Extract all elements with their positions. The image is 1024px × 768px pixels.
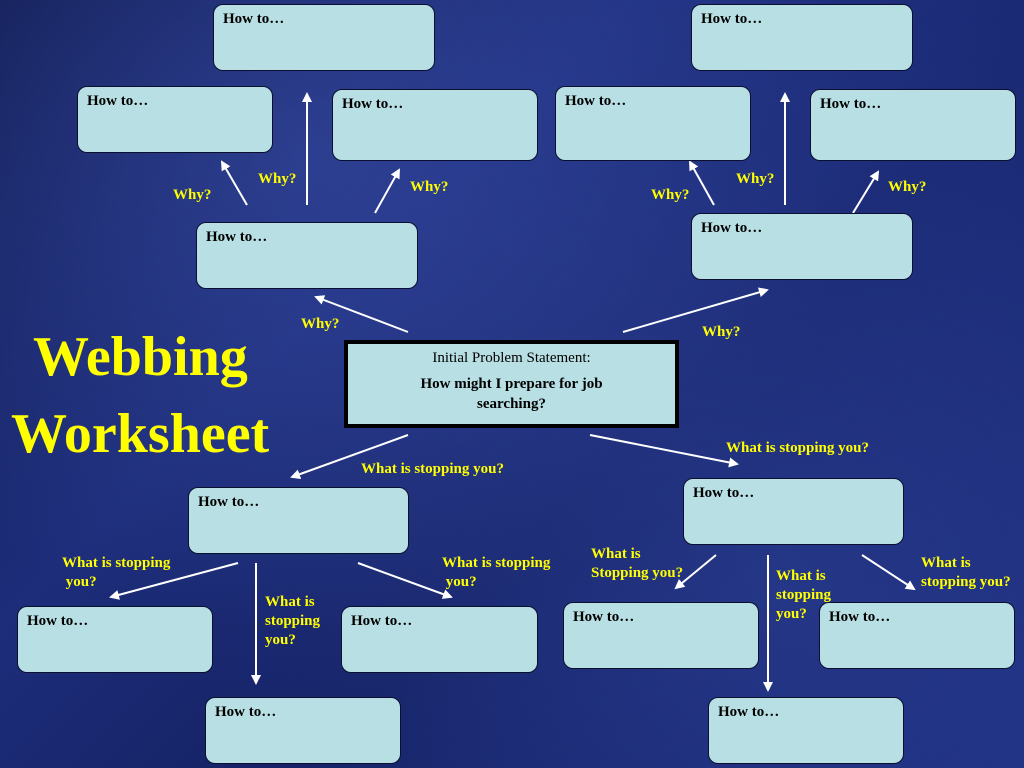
how-to-box[interactable]: How to… xyxy=(563,602,759,669)
how-to-box[interactable]: How to… xyxy=(691,213,913,280)
stopping-label: What is stopping you? xyxy=(776,568,832,622)
title-line-1: Webbing xyxy=(33,326,248,388)
why-label: Why? xyxy=(888,179,927,195)
stopping-label: What is stopping you? xyxy=(726,440,869,456)
stopping-label: What is stopping you? xyxy=(361,461,504,477)
how-to-box[interactable]: How to… xyxy=(77,86,273,153)
how-to-box[interactable]: How to… xyxy=(555,86,751,161)
how-to-box[interactable]: How to… xyxy=(188,487,409,554)
how-to-box[interactable]: How to… xyxy=(196,222,418,289)
how-to-box[interactable]: How to… xyxy=(213,4,435,71)
why-label: Why? xyxy=(410,179,449,195)
stopping-label: What is stopping you? xyxy=(442,555,551,590)
how-to-box[interactable]: How to… xyxy=(708,697,904,764)
arrow xyxy=(861,554,916,591)
arrow xyxy=(589,434,739,468)
arrow xyxy=(852,170,880,214)
how-to-box[interactable]: How to… xyxy=(17,606,213,673)
arrow xyxy=(357,562,453,599)
how-to-box[interactable]: How to… xyxy=(341,606,538,673)
why-label: Why? xyxy=(736,171,775,187)
arrow xyxy=(622,287,769,333)
why-label: Why? xyxy=(173,187,212,203)
problem-statement-question: How might I prepare for job searching? xyxy=(420,376,603,412)
how-to-box[interactable]: How to… xyxy=(205,697,401,764)
how-to-box[interactable]: How to… xyxy=(810,89,1016,161)
stopping-label: What is stopping you? xyxy=(265,594,321,648)
arrow xyxy=(374,168,400,214)
why-label: Why? xyxy=(702,324,741,340)
how-to-box[interactable]: How to… xyxy=(683,478,904,545)
problem-statement-heading: Initial Problem Statement: xyxy=(432,350,591,366)
how-to-box[interactable]: How to… xyxy=(691,4,913,71)
stopping-label: What is stopping you? xyxy=(62,555,171,590)
how-to-box[interactable]: How to… xyxy=(819,602,1015,669)
arrow xyxy=(689,160,715,206)
title-line-2: Worksheet xyxy=(11,403,270,465)
stopping-label: What is stopping you? xyxy=(921,555,1011,590)
stopping-label: What is Stopping you? xyxy=(591,546,684,581)
why-label: Why? xyxy=(651,187,690,203)
how-to-box[interactable]: How to… xyxy=(332,89,538,161)
problem-statement-box[interactable]: Initial Problem Statement: How might I p… xyxy=(344,340,679,428)
why-label: Why? xyxy=(258,171,297,187)
why-label: Why? xyxy=(301,316,340,332)
arrow xyxy=(220,160,248,206)
